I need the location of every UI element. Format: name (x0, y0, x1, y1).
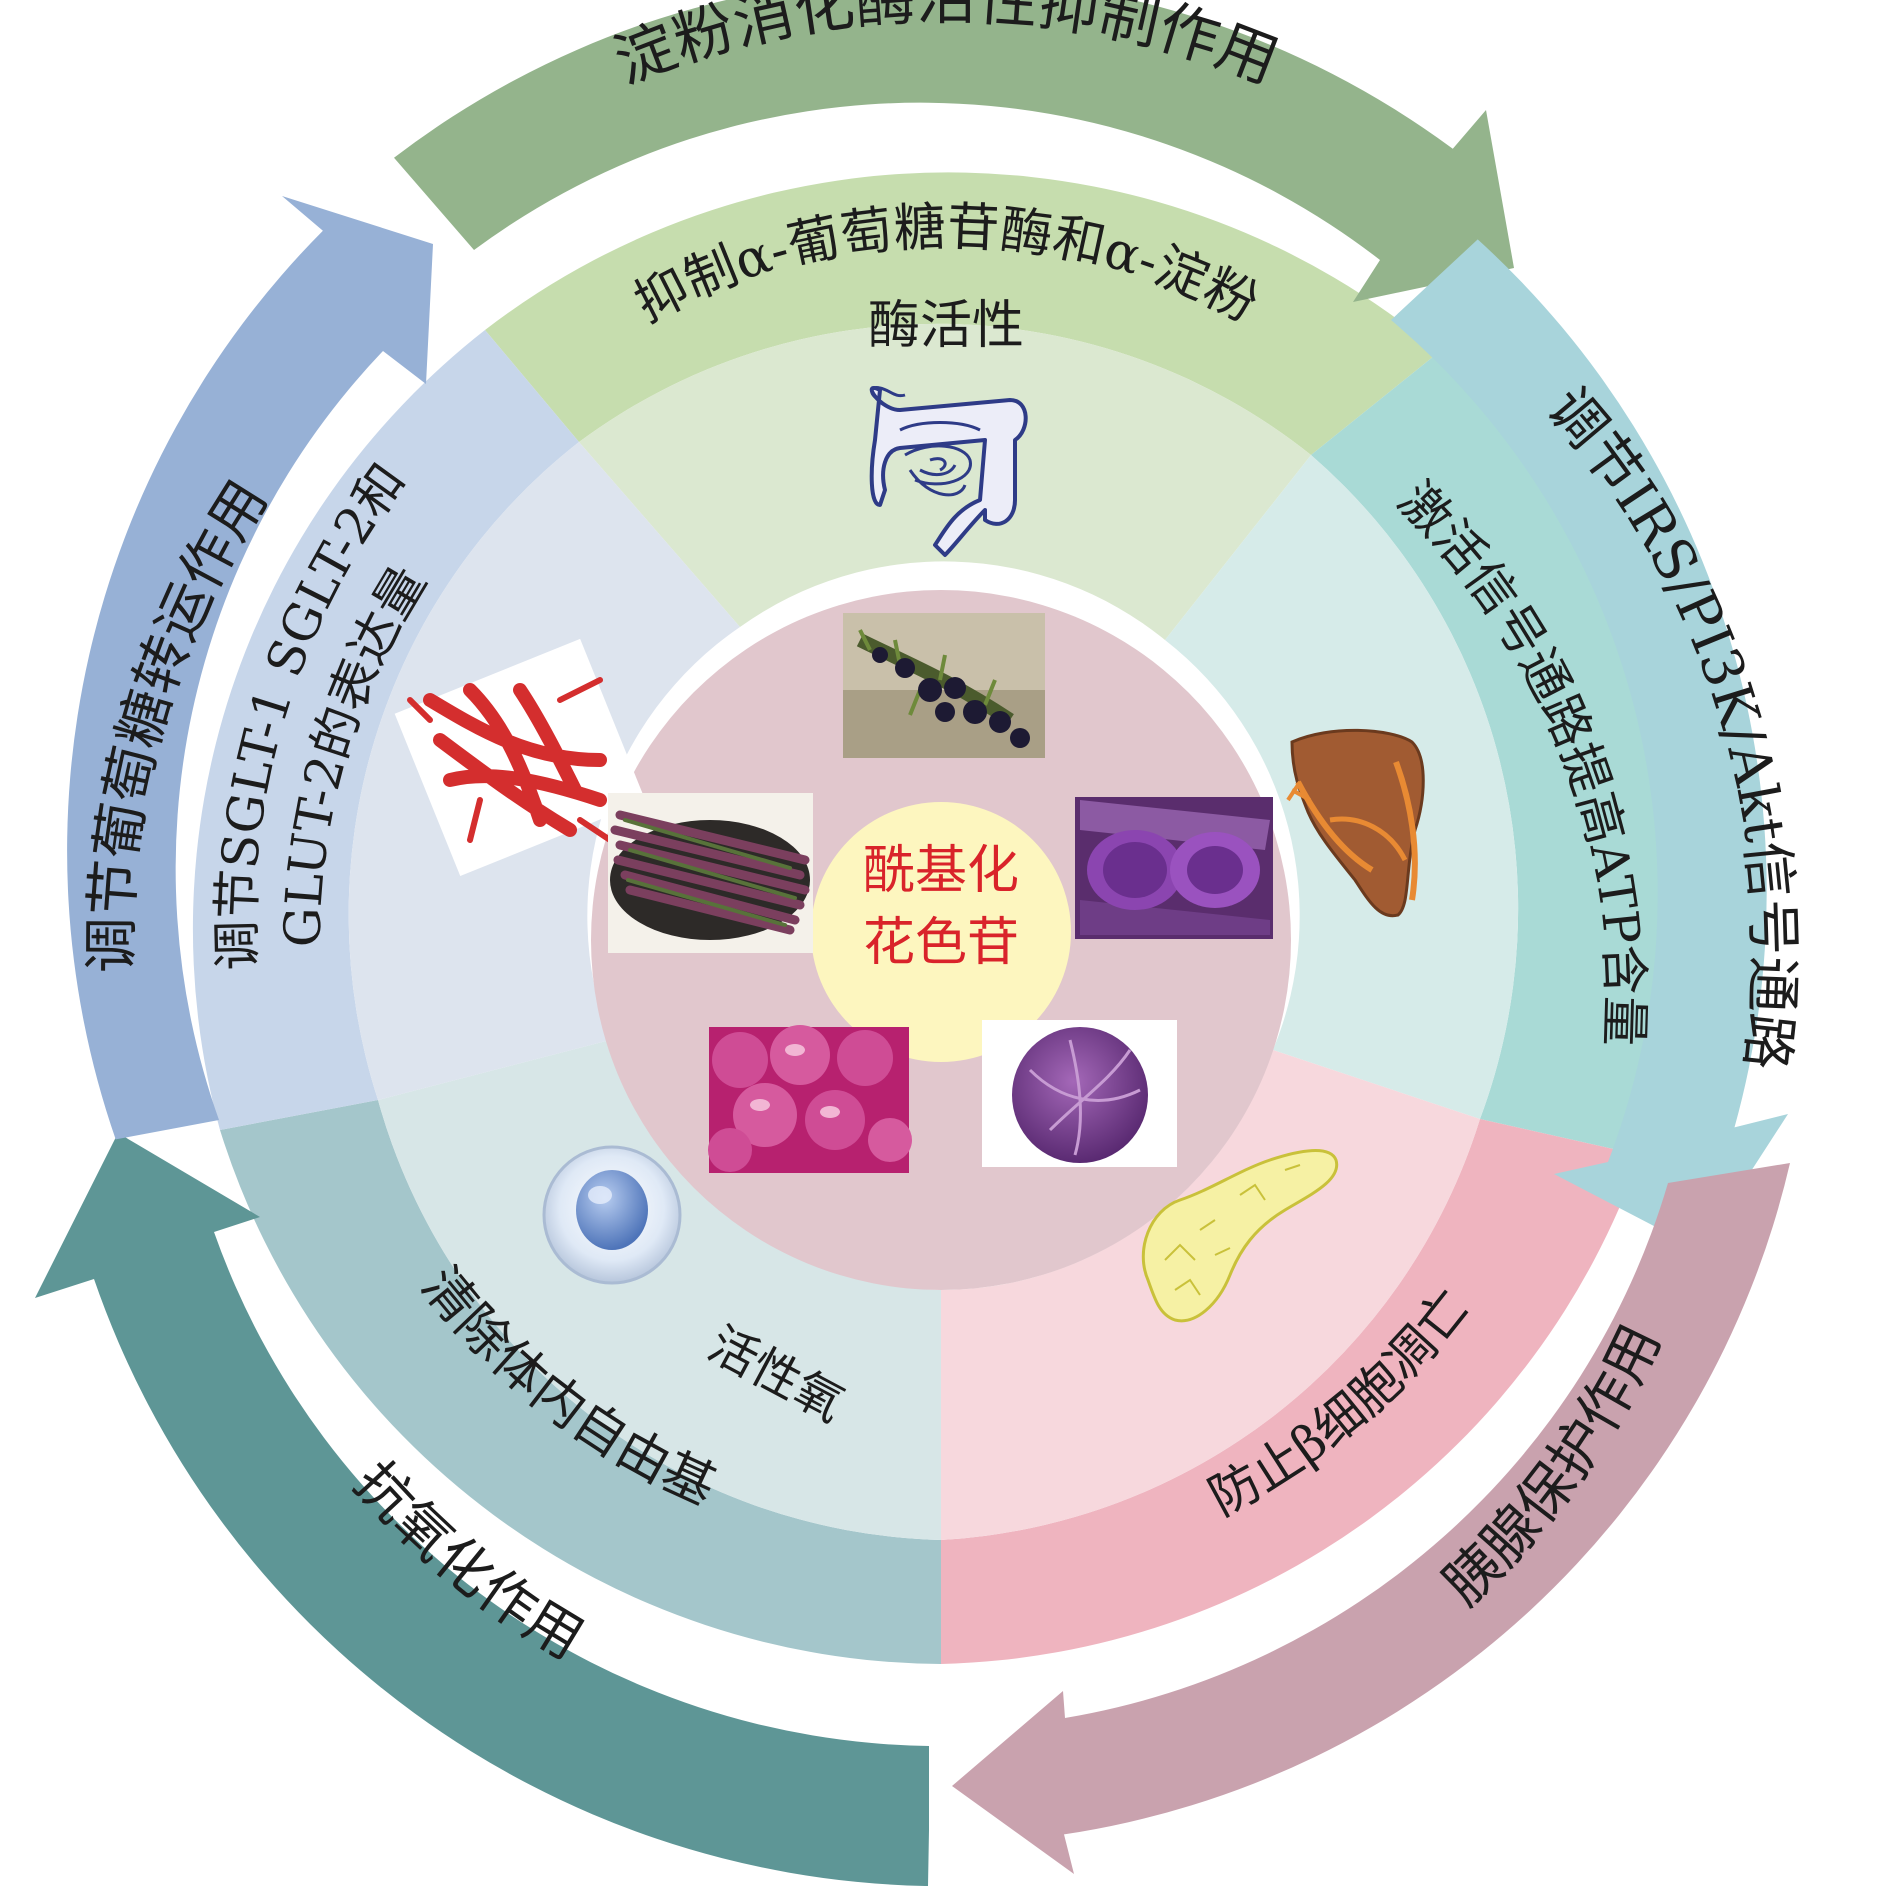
sector-antiox-inner (378, 1040, 941, 1540)
red-onion-photo (708, 1025, 912, 1173)
center-line2: 花色苷 (863, 913, 1019, 973)
intestine-icon (869, 385, 1028, 557)
center-line1: 酰基化 (863, 841, 1019, 901)
label-enzyme-line2: 酶活性 (868, 296, 1024, 356)
sector-glucose-mid (192, 330, 580, 1130)
arrow-irs-pathway (1391, 239, 1788, 1250)
arrow-antioxidation (35, 1133, 929, 1886)
sector-starch-mid (485, 172, 1439, 455)
arrow-starch-inhibition (394, 0, 1514, 302)
blood-vessel-icon (394, 638, 646, 877)
sector-antiox-mid (220, 1100, 941, 1664)
cell-icon (542, 1145, 682, 1285)
sector-pancreas-mid (941, 1119, 1640, 1664)
outer-arrows (35, 0, 1790, 1886)
center-circle (811, 802, 1071, 1062)
purple-sweet-potato-photo (1075, 797, 1273, 939)
black-goji-photo (843, 613, 1045, 758)
liver-icon (1286, 728, 1425, 918)
purple-asparagus-photo (608, 793, 813, 953)
pancreas-icon (1141, 1149, 1339, 1323)
arrow-pancreas-protection (952, 1163, 1790, 1874)
red-cabbage-photo (982, 1020, 1177, 1167)
arrow-glucose-transport (67, 196, 434, 1140)
